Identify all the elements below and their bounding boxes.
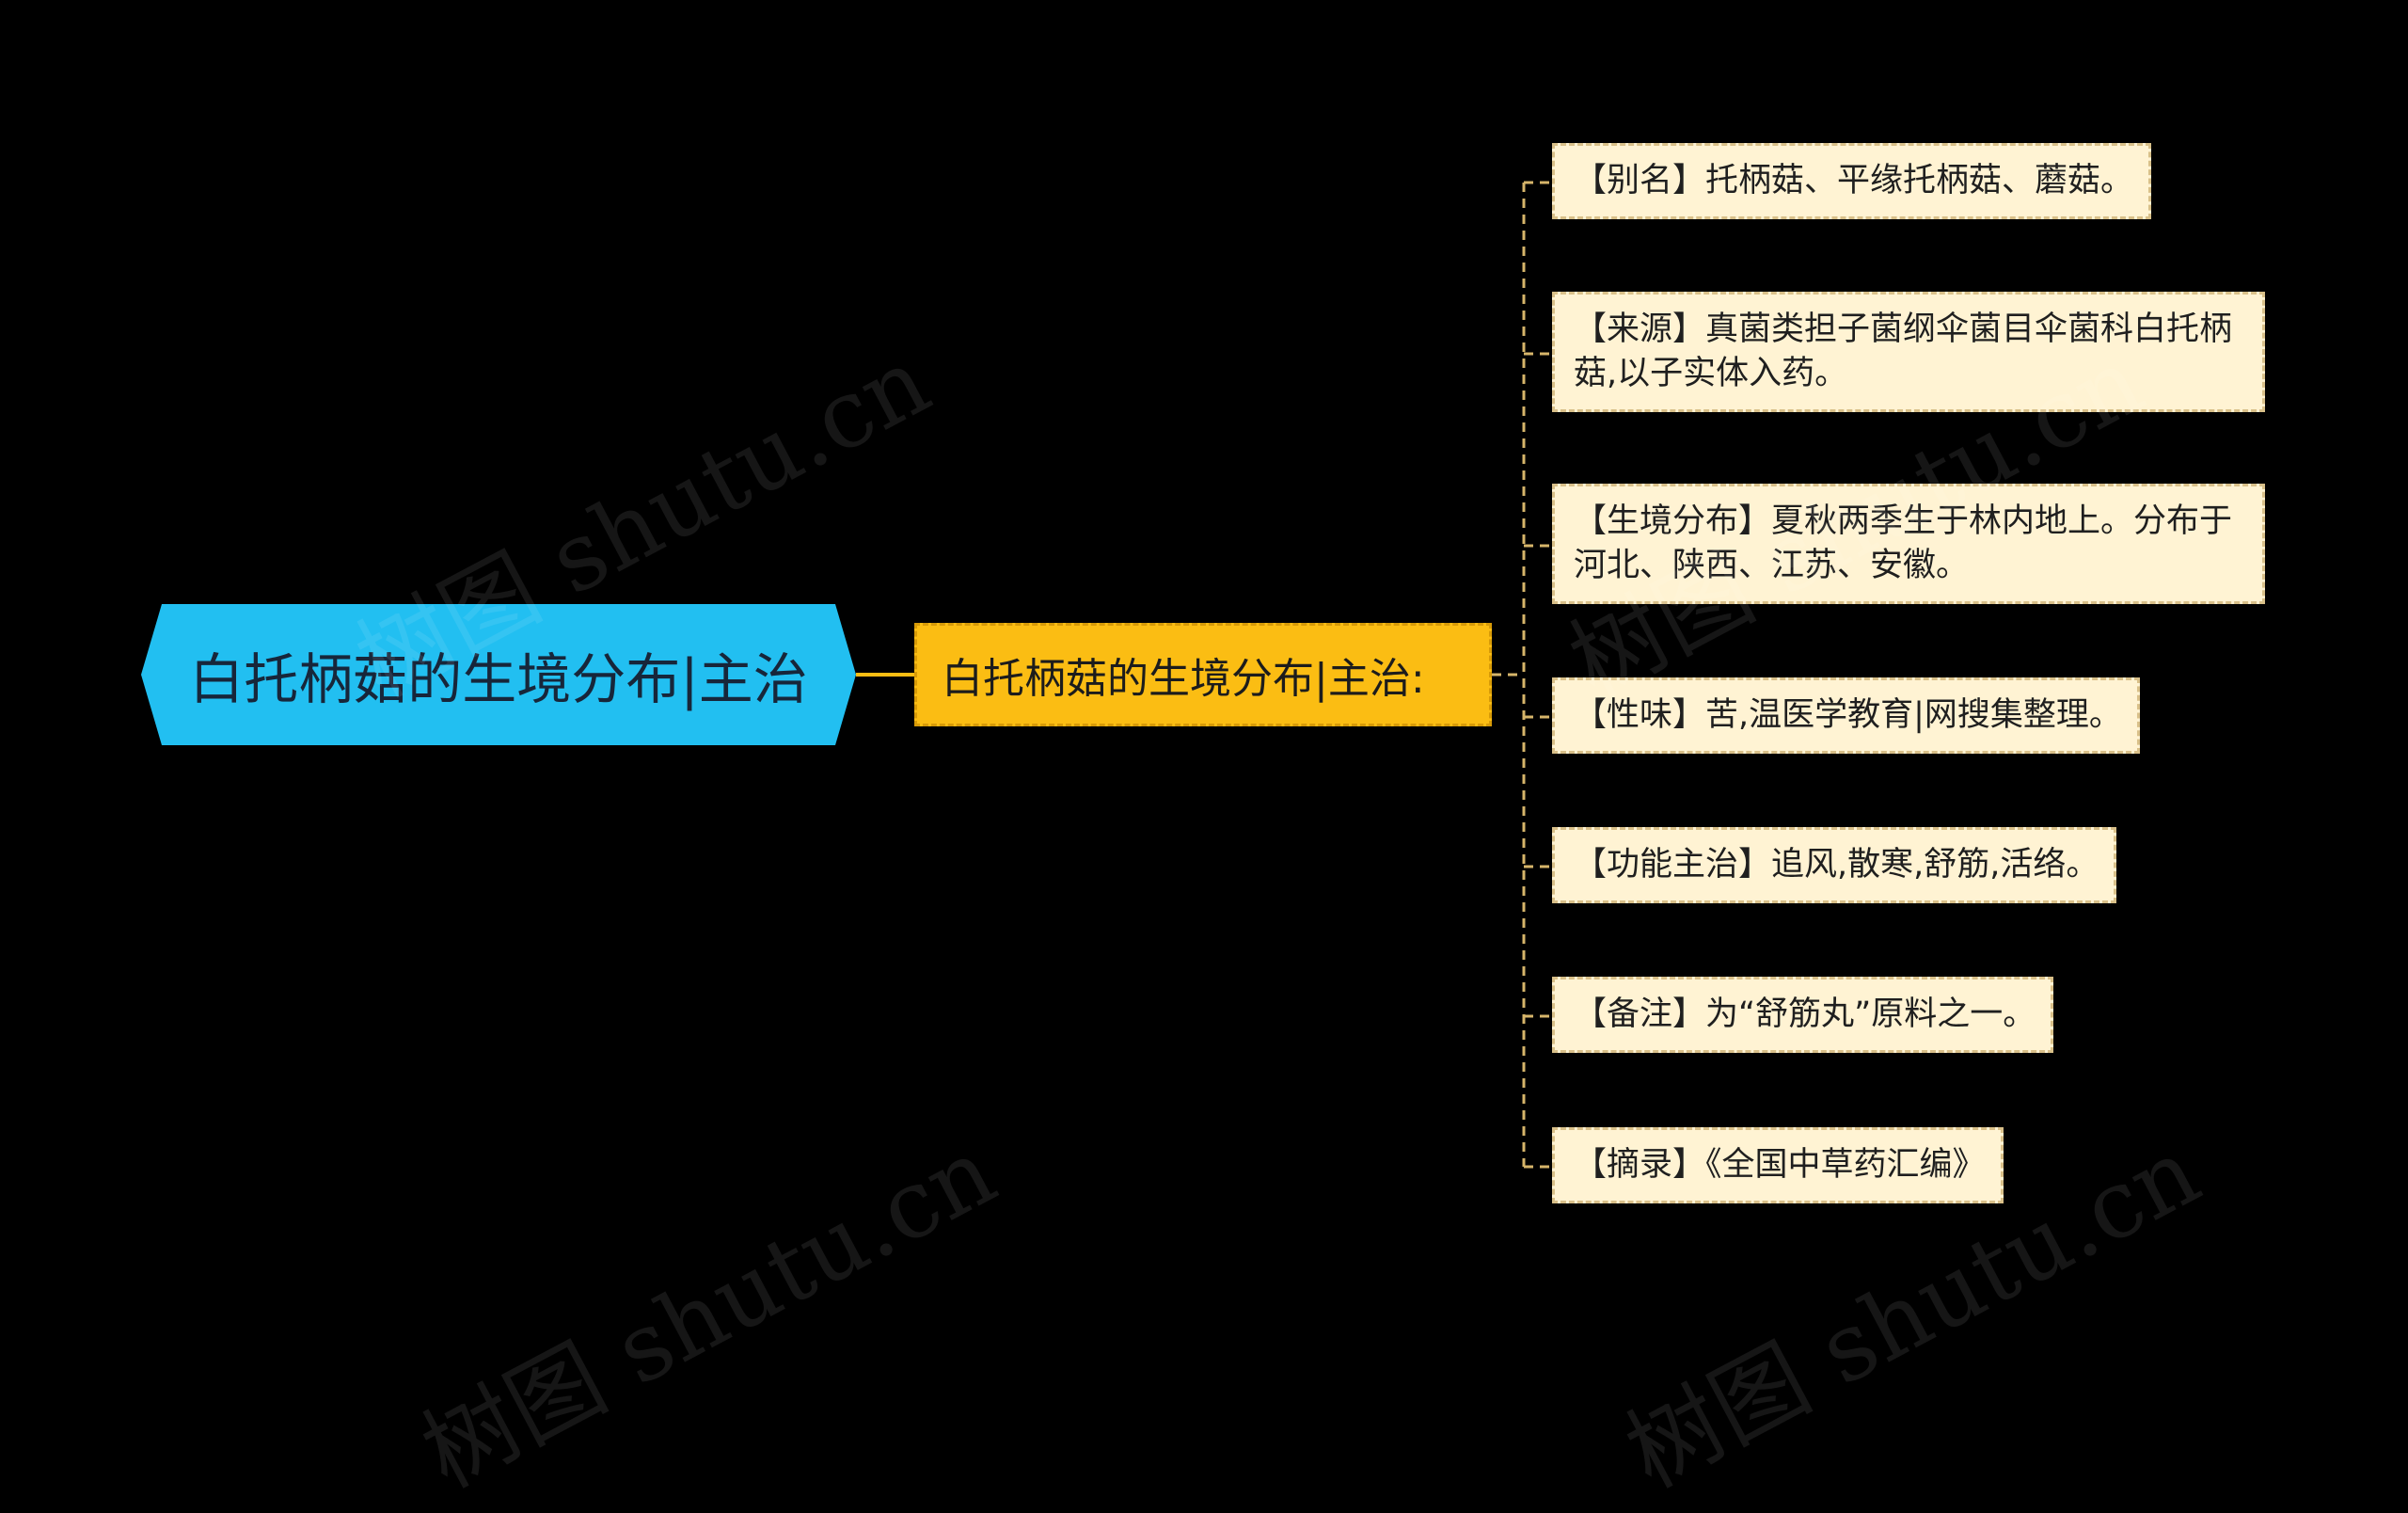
- leaf-node-excerpt[interactable]: 【摘录】《全国中草药汇编》: [1552, 1127, 2004, 1203]
- mindmap-canvas: 白托柄菇的生境分布|主治 白托柄菇的生境分布|主治: 【别名】托柄菇、平缘托柄菇…: [141, 143, 2265, 1509]
- leaf-node-function[interactable]: 【功能主治】追风,散寒,舒筋,活络。: [1552, 827, 2117, 903]
- root-node-label: 白托柄菇的生境分布|主治: [189, 647, 808, 711]
- leaf-node-source[interactable]: 【来源】真菌类担子菌纲伞菌目伞菌科白托柄菇,以子实体入药。: [1552, 292, 2265, 412]
- leaf-node-nature-taste[interactable]: 【性味】苦,温医学教育|网搜集整理。: [1552, 677, 2140, 754]
- leaf-node-habitat[interactable]: 【生境分布】夏秋两季生于林内地上。分布于河北、陕西、江苏、安徽。: [1552, 484, 2265, 604]
- leaf-node-alias[interactable]: 【别名】托柄菇、平缘托柄菇、蘑菇。: [1552, 143, 2152, 219]
- connector-lines: [856, 181, 1552, 1169]
- leaf-node-remark[interactable]: 【备注】为“舒筋丸”原料之一。: [1552, 977, 2054, 1053]
- root-node[interactable]: 白托柄菇的生境分布|主治: [141, 604, 856, 745]
- branch-node[interactable]: 白托柄菇的生境分布|主治:: [914, 623, 1492, 726]
- root-node-shape: [141, 604, 856, 745]
